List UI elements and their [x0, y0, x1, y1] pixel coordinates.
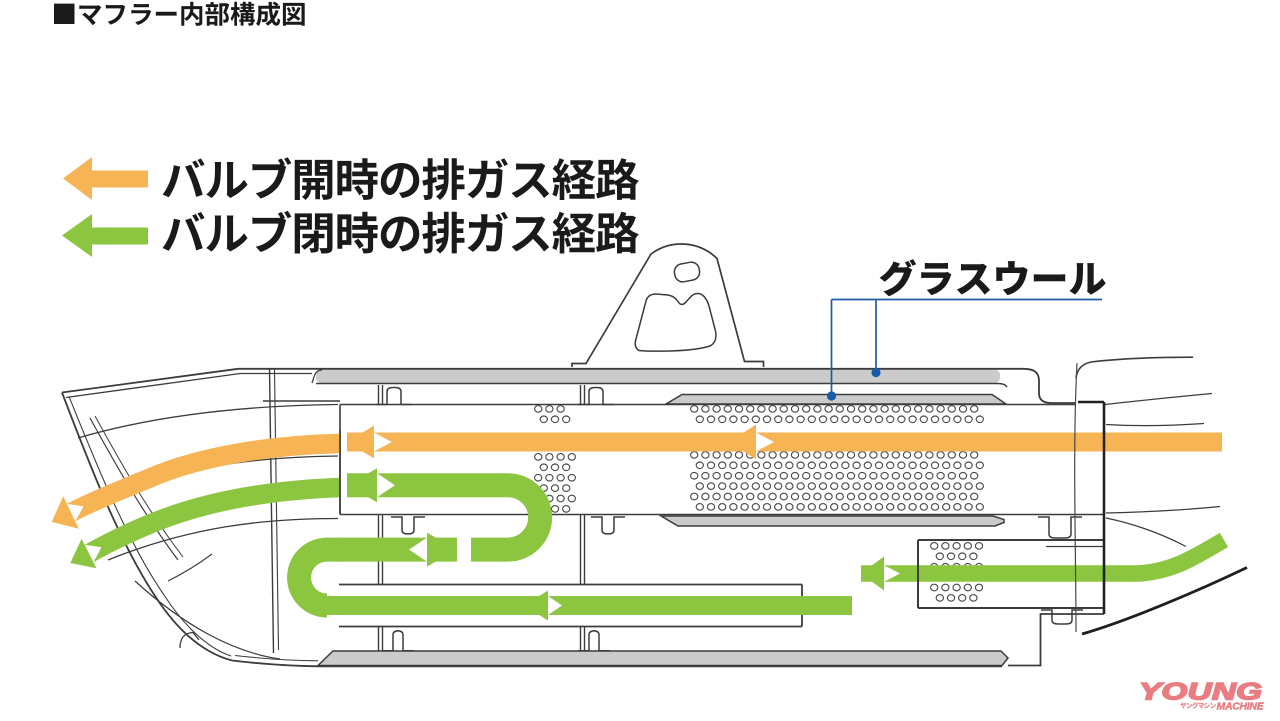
svg-text:YOUNG: YOUNG	[1139, 679, 1262, 706]
svg-text:MACHINE: MACHINE	[1217, 701, 1265, 713]
